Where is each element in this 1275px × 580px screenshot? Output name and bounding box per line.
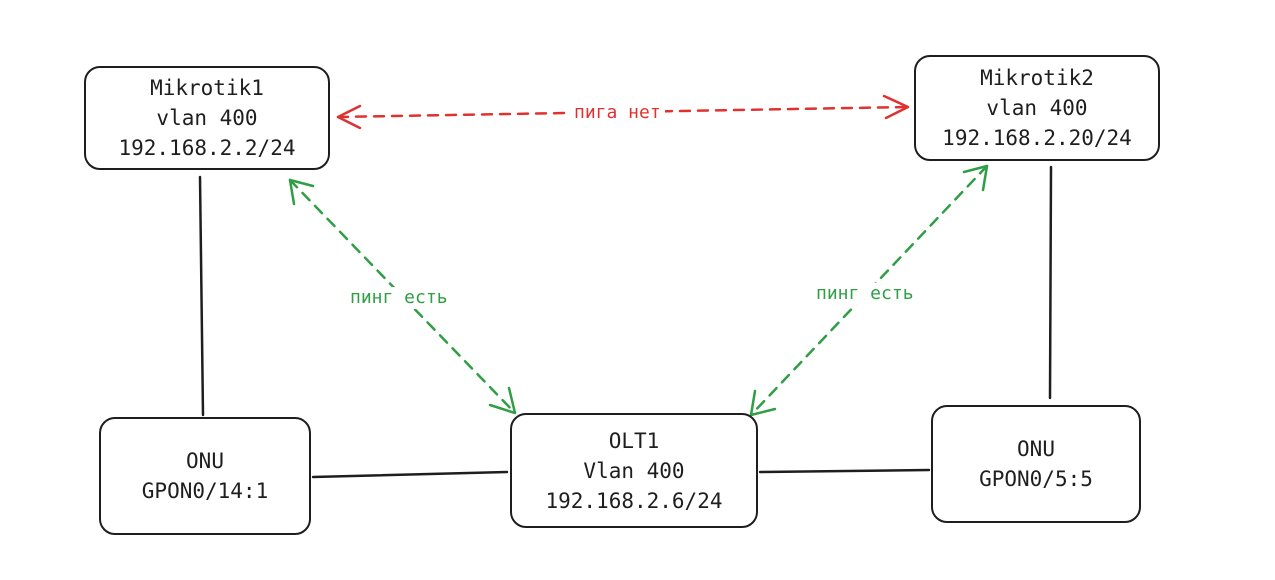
green-arrow-left-label: пинг есть bbox=[346, 287, 452, 309]
node-port: GPON0/14:1 bbox=[141, 479, 269, 503]
node-vlan: vlan 400 bbox=[986, 96, 1088, 120]
red-arrowhead-right bbox=[882, 94, 910, 120]
node-vlan: vlan 400 bbox=[156, 106, 258, 130]
node-title: ONU bbox=[1017, 437, 1055, 461]
node-port: GPON0/5:5 bbox=[979, 467, 1093, 491]
node-title: ONU bbox=[186, 449, 224, 473]
green-arrowhead-left-bottom bbox=[488, 386, 517, 415]
node-onu-left: ONU GPON0/14:1 bbox=[99, 417, 311, 535]
link-onu-left-olt1 bbox=[311, 470, 509, 479]
green-arrowhead-right-top bbox=[962, 164, 989, 192]
node-title: Mikrotik2 bbox=[980, 66, 1094, 90]
link-mikrotik1-onu-left bbox=[198, 175, 205, 417]
green-arrowhead-left-top bbox=[288, 178, 315, 206]
green-arrow-right-label: пинг есть bbox=[812, 283, 918, 305]
node-olt1: OLT1 Vlan 400 192.168.2.6/24 bbox=[510, 413, 758, 528]
node-ip: 192.168.2.20/24 bbox=[942, 126, 1132, 150]
node-ip: 192.168.2.6/24 bbox=[545, 488, 723, 513]
node-vlan: Vlan 400 bbox=[583, 458, 685, 483]
node-mikrotik2: Mikrotik2 vlan 400 192.168.2.20/24 bbox=[914, 55, 1160, 161]
red-dashed-arrow bbox=[336, 94, 910, 130]
node-mikrotik1: Mikrotik1 vlan 400 192.168.2.2/24 bbox=[84, 66, 330, 170]
node-title: Mikrotik1 bbox=[150, 76, 264, 100]
node-ip: 192.168.2.2/24 bbox=[118, 136, 296, 160]
link-mikrotik2-onu-right bbox=[1048, 165, 1053, 400]
node-title: OLT1 bbox=[608, 428, 660, 453]
red-arrow-label: пига нет bbox=[570, 102, 665, 124]
node-onu-right: ONU GPON0/5:5 bbox=[931, 405, 1141, 523]
red-arrowhead-left bbox=[336, 104, 362, 130]
link-olt1-onu-right bbox=[758, 468, 931, 474]
